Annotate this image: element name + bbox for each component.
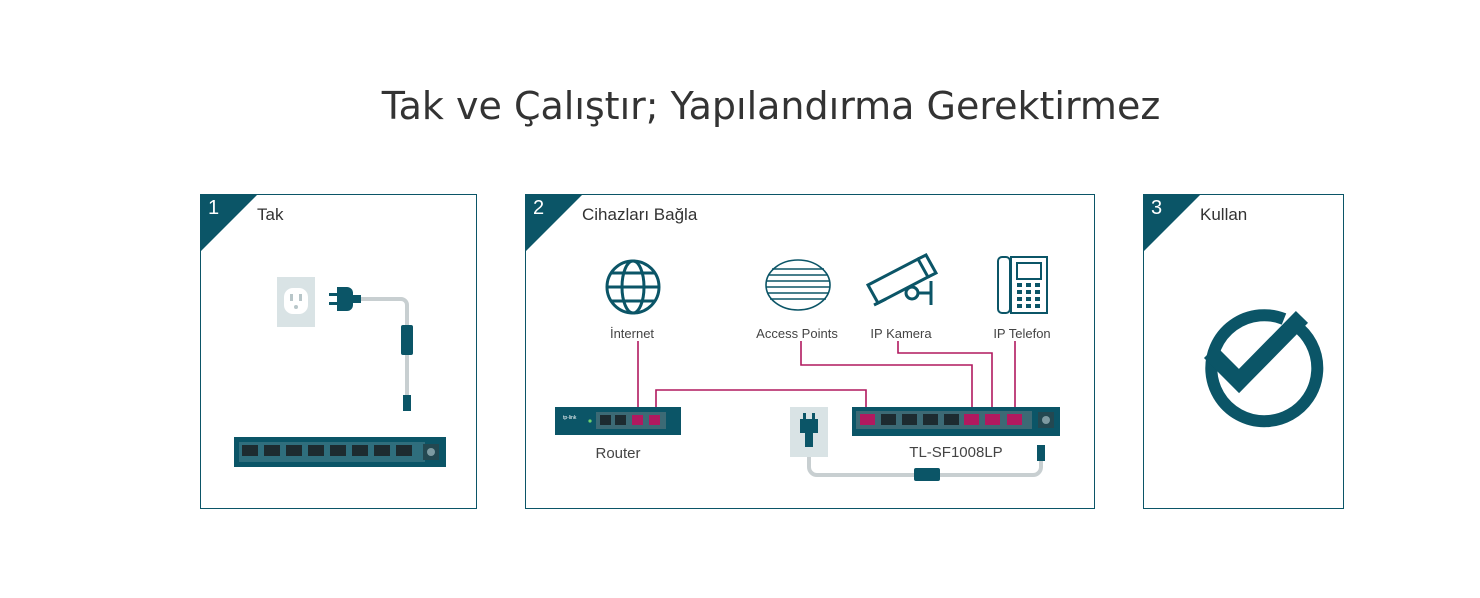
network-cables xyxy=(637,341,1016,417)
power-adapter-icon xyxy=(914,468,940,481)
step-number-tab xyxy=(526,195,582,251)
ip-phone-icon xyxy=(997,256,1048,314)
switch-label: TL-SF1008LP xyxy=(909,444,1002,461)
page-title: Tak ve Çalıştır; Yapılandırma Gerektirme… xyxy=(381,84,1161,128)
step-number: 2 xyxy=(533,197,545,219)
step-number-tab xyxy=(1144,195,1200,251)
plug-in-illustration xyxy=(234,277,446,467)
step-label: Cihazları Bağla xyxy=(582,205,698,224)
ip-camera-icon xyxy=(865,253,939,307)
poe-switch-icon xyxy=(852,407,1060,436)
router-icon: tp-link xyxy=(555,407,681,435)
ip-phone-label: IP Telefon xyxy=(993,326,1050,341)
step-label: Tak xyxy=(257,205,284,224)
wall-socket-plug-icon xyxy=(790,407,828,457)
wall-outlet-icon xyxy=(277,277,315,327)
step-card-use: 3 Kullan xyxy=(1143,194,1344,509)
ip-camera-label: IP Kamera xyxy=(870,326,932,341)
step-number-tab xyxy=(201,195,257,251)
power-cable xyxy=(361,297,409,405)
router-brand: tp-link xyxy=(563,415,577,421)
power-plug-icon xyxy=(329,287,361,311)
step-number: 1 xyxy=(208,197,220,219)
internet-label: İnternet xyxy=(610,326,654,341)
step-label: Kullan xyxy=(1200,205,1248,224)
access-point-icon xyxy=(765,259,831,311)
checkmark-circle-icon xyxy=(1203,309,1324,428)
access-points-label: Access Points xyxy=(756,326,838,341)
step-number: 3 xyxy=(1151,197,1163,219)
network-switch-icon xyxy=(234,437,446,467)
step-card-plug: 1 Tak xyxy=(200,194,477,509)
power-adapter-icon xyxy=(401,325,413,355)
connect-devices-illustration: İnternet Access Points IP Kamera xyxy=(555,253,1060,481)
router-label: Router xyxy=(595,445,640,462)
ready-illustration xyxy=(1203,309,1324,428)
power-connector-icon xyxy=(1037,445,1045,461)
power-connector-icon xyxy=(403,395,411,411)
step-card-connect: 2 Cihazları Bağla İnternet xyxy=(525,194,1095,509)
globe-icon xyxy=(605,259,661,315)
